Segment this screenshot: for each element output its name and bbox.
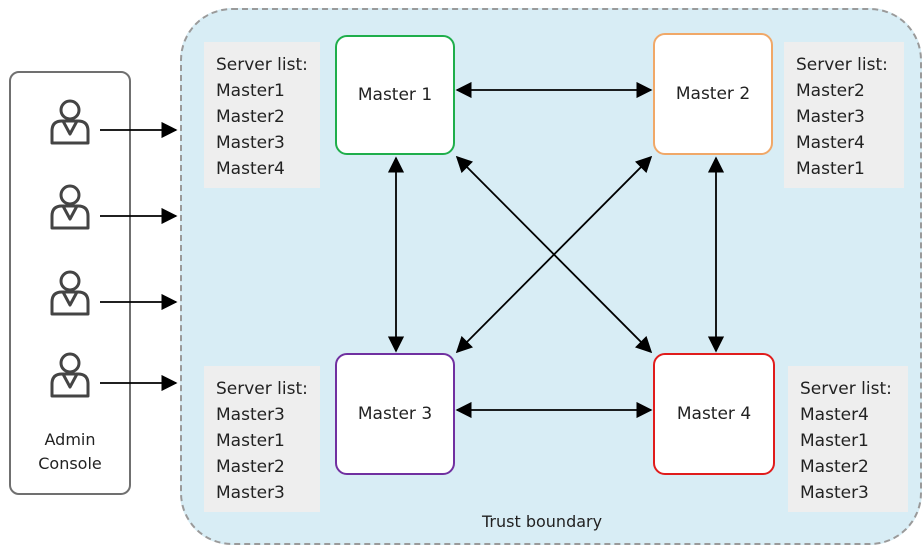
- server-list-master2: Server list: Master2 Master3 Master4 Mas…: [784, 42, 904, 188]
- server-list-item: Master4: [800, 405, 869, 425]
- master-3-label: Master 3: [357, 404, 433, 424]
- master-1-node: Master 1: [335, 35, 455, 155]
- master-4-label: Master 4: [676, 404, 752, 424]
- server-list-item: Master4: [796, 133, 865, 153]
- server-list-heading: Server list:: [216, 55, 308, 75]
- link-m2-m3: [455, 155, 653, 354]
- master-2-node: Master 2: [653, 33, 773, 155]
- user-icon: [50, 270, 90, 316]
- server-list-item: Master3: [216, 133, 285, 153]
- trust-boundary-label: Trust boundary: [482, 512, 603, 531]
- server-list-item: Master2: [796, 81, 865, 101]
- server-list-item: Master3: [216, 483, 285, 503]
- server-list-master3: Server list: Master3 Master1 Master2 Mas…: [204, 366, 320, 512]
- server-list-item: Master3: [216, 405, 285, 425]
- server-list-master1: Server list: Master1 Master2 Master3 Mas…: [204, 42, 320, 188]
- server-list-item: Master3: [800, 483, 869, 503]
- user-icon: [50, 352, 90, 398]
- user-icon: [50, 184, 90, 230]
- admin-console-label: Admin Console: [9, 428, 131, 476]
- server-list-heading: Server list:: [796, 55, 888, 75]
- user-icon: [50, 99, 90, 145]
- server-list-item: Master1: [800, 431, 869, 451]
- console-label-line1: Admin: [44, 430, 96, 449]
- console-label-line2: Console: [38, 454, 102, 473]
- server-list-item: Master1: [796, 159, 865, 179]
- server-list-item: Master1: [216, 81, 285, 101]
- master-1-label: Master 1: [357, 85, 433, 105]
- server-list-item: Master3: [796, 107, 865, 127]
- server-list-item: Master2: [216, 107, 285, 127]
- master-3-node: Master 3: [335, 353, 455, 475]
- server-list-item: Master1: [216, 431, 285, 451]
- master-4-node: Master 4: [653, 353, 775, 475]
- server-list-heading: Server list:: [800, 379, 892, 399]
- server-list-heading: Server list:: [216, 379, 308, 399]
- server-list-item: Master2: [216, 457, 285, 477]
- server-list-item: Master4: [216, 159, 285, 179]
- master-2-label: Master 2: [675, 84, 751, 104]
- server-list-master4: Server list: Master4 Master1 Master2 Mas…: [788, 366, 908, 512]
- server-list-item: Master2: [800, 457, 869, 477]
